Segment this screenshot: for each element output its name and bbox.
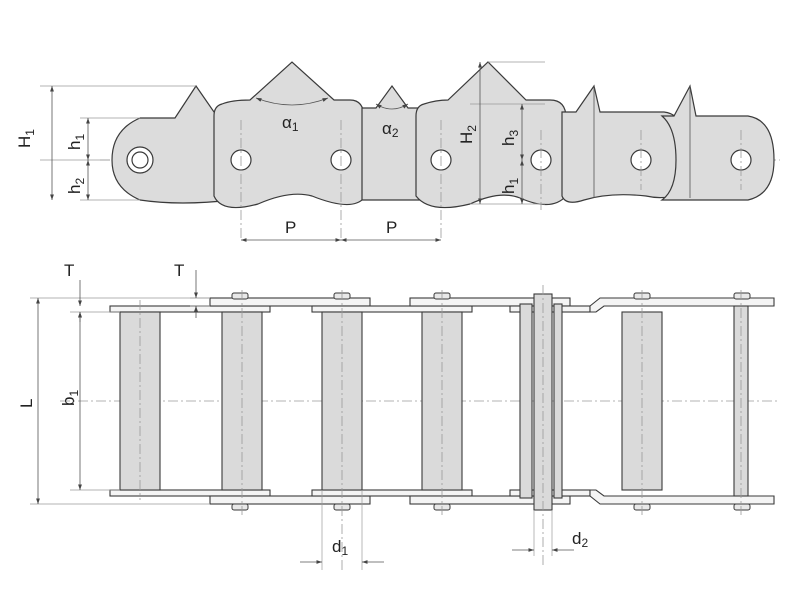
- label-T-left: T: [64, 261, 74, 280]
- label-pitch-1: P: [285, 218, 296, 237]
- side-link-4: [415, 61, 567, 209]
- pin-hole-inner: [131, 151, 149, 169]
- side-link-5: [561, 84, 681, 203]
- connecting-pin-right: [553, 303, 563, 499]
- connecting-pin-left: [519, 303, 533, 499]
- side-link-2: [213, 61, 365, 209]
- right-dimensions: [470, 61, 545, 205]
- label-d1: d1: [332, 537, 348, 558]
- side-link-3: [361, 84, 425, 201]
- outer-plate-bottom: [409, 495, 571, 505]
- label-h1-left: h1: [65, 134, 87, 150]
- inner-plate-top: [311, 305, 473, 313]
- label-h1-right: h1: [499, 178, 521, 194]
- label-alpha2: α2: [382, 119, 399, 140]
- left-dimensions: [40, 85, 196, 201]
- outer-plate-bottom: [209, 495, 371, 505]
- outer-plate-top: [409, 297, 571, 307]
- label-alpha1: α1: [282, 113, 299, 134]
- pin-heads: [231, 292, 751, 511]
- label-H1: H1: [15, 129, 37, 148]
- label-L: L: [17, 399, 36, 408]
- label-d2: d2: [572, 529, 588, 550]
- label-h2: h2: [65, 178, 87, 194]
- inner-plate-top: [109, 305, 271, 313]
- outer-plate-top: [209, 297, 371, 307]
- inner-plate-bottom: [311, 489, 473, 497]
- chain-side-view: H1 h1 h2 α1 α2 H2 h3 h1 P P: [15, 61, 780, 242]
- label-T-right: T: [174, 261, 184, 280]
- side-link-6: [660, 84, 775, 201]
- offset-plate-top: [589, 297, 775, 313]
- angle-arc-2: [375, 103, 409, 110]
- label-pitch-2: P: [386, 218, 397, 237]
- top-view-dimensions: [30, 270, 574, 570]
- label-H2: H2: [457, 125, 479, 144]
- angle-arc-1: [255, 97, 329, 106]
- chain-top-view: T T L b1 d1 d2: [17, 261, 780, 570]
- label-b1: b1: [59, 390, 81, 406]
- offset-plate-bottom: [589, 489, 775, 505]
- label-h3: h3: [499, 130, 521, 146]
- inner-plate-bottom: [109, 489, 271, 497]
